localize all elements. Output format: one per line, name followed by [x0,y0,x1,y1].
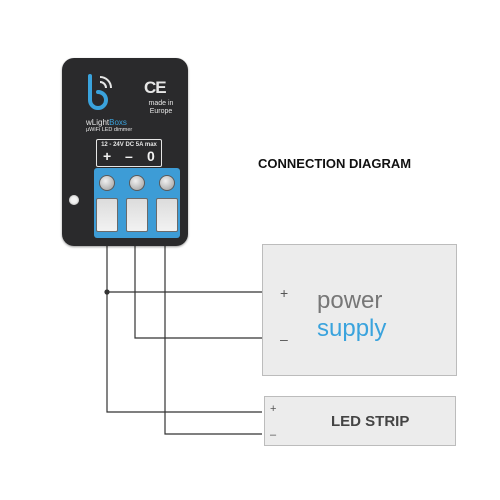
junction-dot [104,289,110,295]
brand-part1: wLight [86,118,110,127]
terminal-block [94,168,180,238]
wire-slot [126,198,148,232]
wlightbox-device: CE made in Europe wLightBoxs µWiFi LED d… [62,58,188,246]
led-minus-terminal: – [270,429,277,441]
blebox-logo-icon [88,74,112,110]
wire-slot [96,198,118,232]
screw-icon [159,175,175,191]
terminal-symbol-minus: – [125,148,133,164]
terminal-symbol-out: 0 [147,148,155,164]
screw-icon [99,175,115,191]
brand-part2: Boxs [109,118,127,127]
wire-minus-psu [134,238,262,339]
psu-minus-terminal: – [280,331,288,347]
wire-plus-led [106,238,262,413]
wire-slot [156,198,178,232]
psu-plus-terminal: + [280,285,289,301]
spec-label: 12 - 24V DC 5A max [101,142,157,148]
mounting-hole [69,195,79,205]
led-strip-label: LED STRIP [331,413,410,430]
power-supply-box: + – power supply [262,244,457,376]
screw-icon [129,175,145,191]
ce-mark: CE [144,78,167,97]
psu-label-line2: supply [317,315,387,342]
led-plus-terminal: + [270,403,277,415]
diagram-title: CONNECTION DIAGRAM [258,156,412,171]
spec-box: 12 - 24V DC 5A max + – 0 [96,139,162,167]
model-label: µWiFi LED dimmer [86,127,133,133]
made-in-label: made in Europe [148,100,174,115]
terminal-symbol-plus: + [103,148,112,164]
wire-out-led [164,238,262,435]
led-strip-box: + – LED STRIP [264,396,456,446]
brand-label: wLightBoxs [86,118,127,127]
psu-label-line1: power [317,287,383,314]
